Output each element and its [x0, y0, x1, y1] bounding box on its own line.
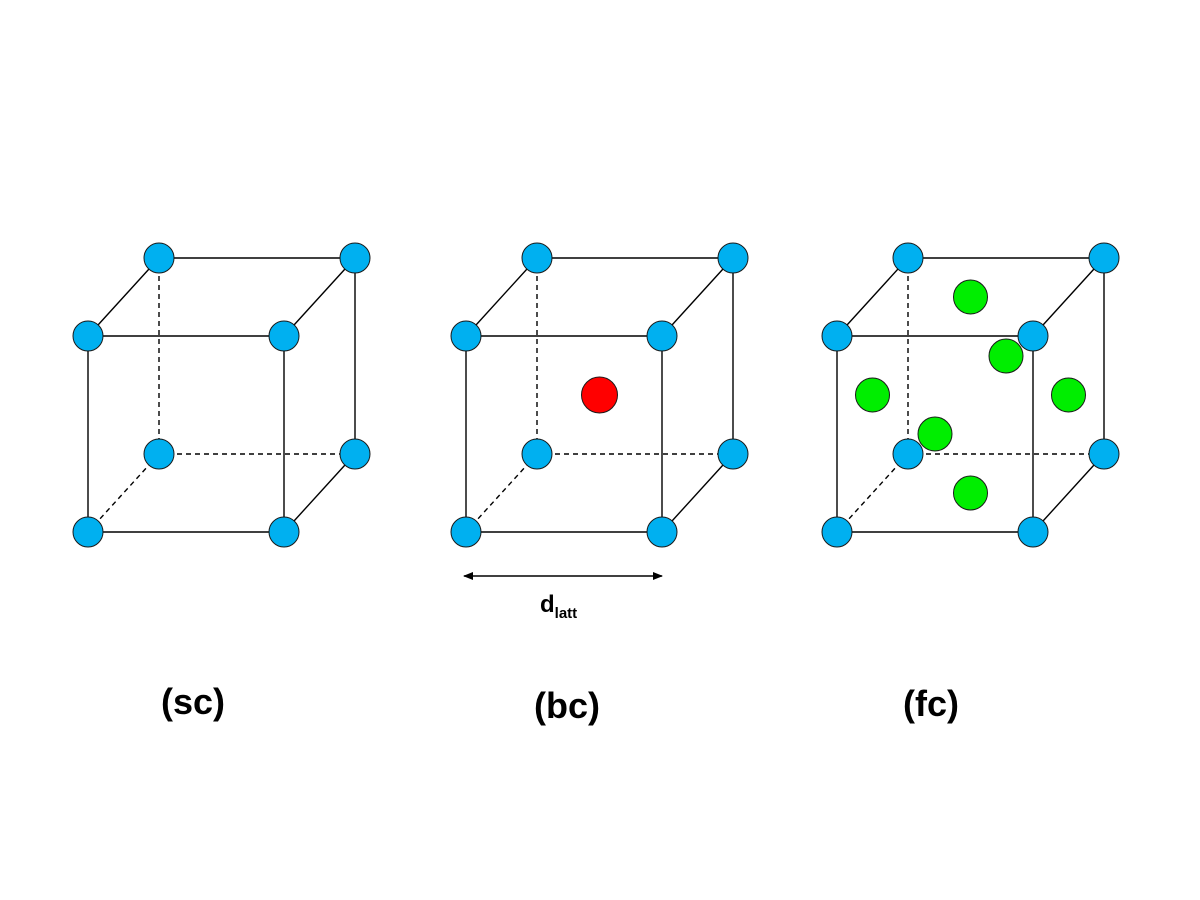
body-centered-cubic-cell — [450, 242, 749, 548]
corner-atom-front-top-left — [72, 320, 104, 352]
corner-atom-back-bottom-right — [717, 438, 749, 470]
cube-edge — [1032, 257, 1105, 337]
cell-edges — [465, 257, 734, 533]
cube-edge — [661, 453, 734, 533]
corner-atom-back-top-left — [521, 242, 553, 274]
corner-atom-front-top-right — [646, 320, 678, 352]
front-face-center-atom — [917, 416, 953, 452]
cell-edges — [87, 257, 356, 533]
lattice-dimension-label: dlatt — [540, 591, 577, 622]
cube-edge — [1032, 453, 1105, 533]
cell-atoms — [450, 242, 749, 548]
cube-edge — [836, 257, 909, 337]
top-face-center-atom — [953, 279, 988, 315]
left-face-center-atom — [855, 377, 890, 413]
fc-label: (fc) — [903, 683, 959, 724]
cube-edge — [661, 257, 734, 337]
cube-edge — [87, 257, 160, 337]
corner-atom-back-top-left — [143, 242, 175, 274]
corner-atom-back-top-right — [339, 242, 371, 274]
face-centered-cubic-cell — [821, 242, 1120, 548]
cube-edge — [465, 257, 538, 337]
right-face-center-atom — [1051, 377, 1086, 413]
hidden-edge — [836, 453, 909, 533]
dimension-main: d — [540, 591, 555, 618]
corner-atom-front-bottom-left — [821, 516, 853, 548]
corner-atom-back-bottom-left — [143, 438, 175, 470]
corner-atom-back-bottom-left — [892, 438, 924, 470]
corner-atom-front-bottom-right — [646, 516, 678, 548]
corner-atom-front-top-left — [821, 320, 853, 352]
simple-cubic-cell — [72, 242, 371, 548]
bottom-face-center-atom — [953, 475, 988, 511]
dimension-subscript: latt — [555, 605, 578, 622]
corner-atom-back-top-right — [717, 242, 749, 274]
sc-label: (sc) — [161, 681, 225, 722]
corner-atom-front-bottom-right — [268, 516, 300, 548]
corner-atom-back-top-left — [892, 242, 924, 274]
corner-atom-back-top-right — [1088, 242, 1120, 274]
corner-atom-back-bottom-right — [339, 438, 371, 470]
cell-atoms — [821, 242, 1120, 548]
corner-atom-front-bottom-left — [450, 516, 482, 548]
cube-edge — [283, 257, 356, 337]
hidden-edge — [87, 453, 160, 533]
back-face-center-atom — [988, 338, 1024, 374]
corner-atom-front-top-left — [450, 320, 482, 352]
cube-edge — [283, 453, 356, 533]
corner-atom-front-top-right — [268, 320, 300, 352]
corner-atom-back-bottom-right — [1088, 438, 1120, 470]
corner-atom-front-bottom-right — [1017, 516, 1049, 548]
bc-label: (bc) — [534, 685, 600, 726]
cell-edges — [836, 257, 1105, 533]
corner-atom-front-bottom-left — [72, 516, 104, 548]
cell-atoms — [72, 242, 371, 548]
body-center-atom — [581, 376, 618, 414]
corner-atom-front-top-right — [1017, 320, 1049, 352]
corner-atom-back-bottom-left — [521, 438, 553, 470]
hidden-edge — [465, 453, 538, 533]
